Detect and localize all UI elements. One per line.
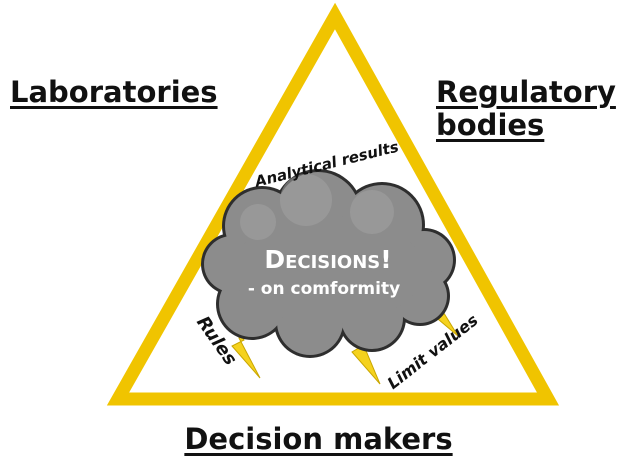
label-decision-makers: Decision makers	[184, 422, 453, 456]
cloud-headline: Decisions!	[264, 245, 391, 274]
label-laboratories: Laboratories	[10, 75, 218, 109]
triangle-frame	[106, 2, 560, 406]
label-regulatory-bodies: Regulatory bodies	[436, 76, 636, 142]
cloud-subline: - on comformity	[248, 279, 400, 299]
label-regulatory-line1: Regulatory	[436, 75, 616, 109]
storm-cloud-icon	[201, 169, 456, 358]
label-regulatory-line2: bodies	[436, 108, 545, 142]
